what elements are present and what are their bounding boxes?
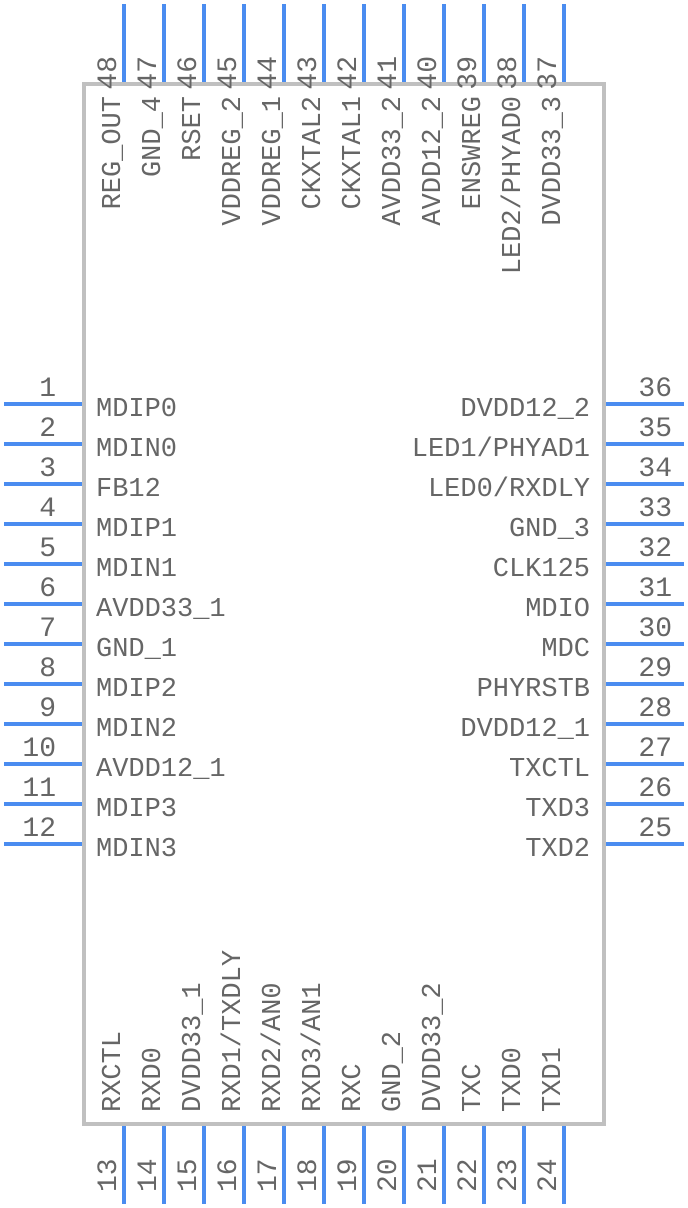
pin-number-10: 10 xyxy=(22,734,56,765)
pin-name-4: MDIP1 xyxy=(96,515,177,545)
pin-number-28: 28 xyxy=(638,694,672,725)
pin-number-12: 12 xyxy=(22,814,56,845)
pin-number-46: 46 xyxy=(174,56,205,90)
pin-number-9: 9 xyxy=(39,694,56,725)
pin-number-24: 24 xyxy=(534,1158,565,1192)
pin-number-27: 27 xyxy=(638,734,672,765)
pin-name-41: AVDD33_2 xyxy=(379,96,409,226)
pin-name-43: CKXTAL2 xyxy=(299,96,329,209)
pin-name-29: PHYRSTB xyxy=(477,675,590,705)
pin-name-23: TXD0 xyxy=(499,1047,529,1112)
pin-name-10: AVDD12_1 xyxy=(96,755,226,785)
pin-number-14: 14 xyxy=(134,1158,165,1192)
pin-name-39: ENSWREG xyxy=(459,96,489,209)
pin-name-40: AVDD12_2 xyxy=(419,96,449,226)
pin-number-16: 16 xyxy=(214,1158,245,1192)
pin-name-46: RSET xyxy=(179,96,209,161)
pin-number-13: 13 xyxy=(94,1158,125,1192)
pin-name-12: MDIN3 xyxy=(96,835,177,865)
pin-number-2: 2 xyxy=(39,414,56,445)
ic-body xyxy=(82,82,606,1126)
pin-number-5: 5 xyxy=(39,534,56,565)
pin-name-37: DVDD33_3 xyxy=(539,96,569,226)
pin-name-26: TXD3 xyxy=(525,795,590,825)
pin-name-34: LED0/RXDLY xyxy=(428,475,590,505)
pin-name-44: VDDREG_1 xyxy=(259,96,289,226)
pin-name-30: MDC xyxy=(541,635,590,665)
pin-number-3: 3 xyxy=(39,454,56,485)
pin-number-32: 32 xyxy=(638,534,672,565)
pin-number-37: 37 xyxy=(534,56,565,90)
pin-number-6: 6 xyxy=(39,574,56,605)
pin-name-7: GND_1 xyxy=(96,635,177,665)
pin-name-17: RXD2/AN0 xyxy=(259,982,289,1112)
pin-name-38: LED2/PHYAD0 xyxy=(499,96,529,274)
pin-name-48: REG_OUT xyxy=(99,96,129,209)
pin-number-19: 19 xyxy=(334,1158,365,1192)
pin-name-15: DVDD33_1 xyxy=(179,982,209,1112)
pin-name-31: MDIO xyxy=(525,595,590,625)
pin-name-13: RXCTL xyxy=(99,1031,129,1112)
pin-number-4: 4 xyxy=(39,494,56,525)
pin-name-45: VDDREG_2 xyxy=(219,96,249,226)
pin-name-27: TXCTL xyxy=(509,755,590,785)
pin-labels: 1MDIP02MDIN03FB124MDIP15MDIN16AVDD33_17G… xyxy=(22,56,672,1192)
pin-number-42: 42 xyxy=(334,56,365,90)
pin-name-33: GND_3 xyxy=(509,515,590,545)
pin-number-48: 48 xyxy=(94,56,125,90)
pin-name-19: RXC xyxy=(339,1063,369,1112)
pin-number-34: 34 xyxy=(638,454,672,485)
pin-number-45: 45 xyxy=(214,56,245,90)
pin-name-11: MDIP3 xyxy=(96,795,177,825)
pin-number-15: 15 xyxy=(174,1158,205,1192)
pin-name-9: MDIN2 xyxy=(96,715,177,745)
pin-name-28: DVDD12_1 xyxy=(460,715,590,745)
pin-number-26: 26 xyxy=(638,774,672,805)
pin-name-36: DVDD12_2 xyxy=(460,395,590,425)
pin-number-29: 29 xyxy=(638,654,672,685)
pin-name-6: AVDD33_1 xyxy=(96,595,226,625)
pin-name-1: MDIP0 xyxy=(96,395,177,425)
pin-number-11: 11 xyxy=(22,774,56,805)
pin-number-22: 22 xyxy=(454,1158,485,1192)
pin-number-18: 18 xyxy=(294,1158,325,1192)
pin-name-25: TXD2 xyxy=(525,835,590,865)
pin-number-44: 44 xyxy=(254,56,285,90)
pin-name-18: RXD3/AN1 xyxy=(299,982,329,1112)
pin-lines xyxy=(4,4,684,1204)
pin-name-35: LED1/PHYAD1 xyxy=(412,435,590,465)
pin-number-35: 35 xyxy=(638,414,672,445)
pin-name-5: MDIN1 xyxy=(96,555,177,585)
pin-number-41: 41 xyxy=(374,56,405,90)
pin-name-32: CLK125 xyxy=(493,555,590,585)
pin-number-43: 43 xyxy=(294,56,325,90)
pin-number-1: 1 xyxy=(39,374,56,405)
pin-number-25: 25 xyxy=(638,814,672,845)
pin-number-33: 33 xyxy=(638,494,672,525)
pin-number-38: 38 xyxy=(494,56,525,90)
pin-name-21: DVDD33_2 xyxy=(419,982,449,1112)
pin-number-30: 30 xyxy=(638,614,672,645)
pin-name-20: GND_2 xyxy=(379,1031,409,1112)
pin-name-24: TXD1 xyxy=(539,1047,569,1112)
pin-name-14: RXD0 xyxy=(139,1047,169,1112)
pin-name-3: FB12 xyxy=(96,475,161,505)
pin-number-7: 7 xyxy=(39,614,56,645)
pin-name-47: GND_4 xyxy=(139,96,169,177)
pin-number-31: 31 xyxy=(638,574,672,605)
pin-name-22: TXC xyxy=(459,1063,489,1112)
pin-number-20: 20 xyxy=(374,1158,405,1192)
pin-number-17: 17 xyxy=(254,1158,285,1192)
pin-number-36: 36 xyxy=(638,374,672,405)
pin-number-39: 39 xyxy=(454,56,485,90)
pin-number-21: 21 xyxy=(414,1158,445,1192)
pin-number-23: 23 xyxy=(494,1158,525,1192)
pin-number-40: 40 xyxy=(414,56,445,90)
pin-name-2: MDIN0 xyxy=(96,435,177,465)
pin-name-16: RXD1/TXDLY xyxy=(219,950,249,1112)
pin-name-42: CKXTAL1 xyxy=(339,96,369,209)
pin-number-47: 47 xyxy=(134,56,165,90)
pin-number-8: 8 xyxy=(39,654,56,685)
pin-name-8: MDIP2 xyxy=(96,675,177,705)
